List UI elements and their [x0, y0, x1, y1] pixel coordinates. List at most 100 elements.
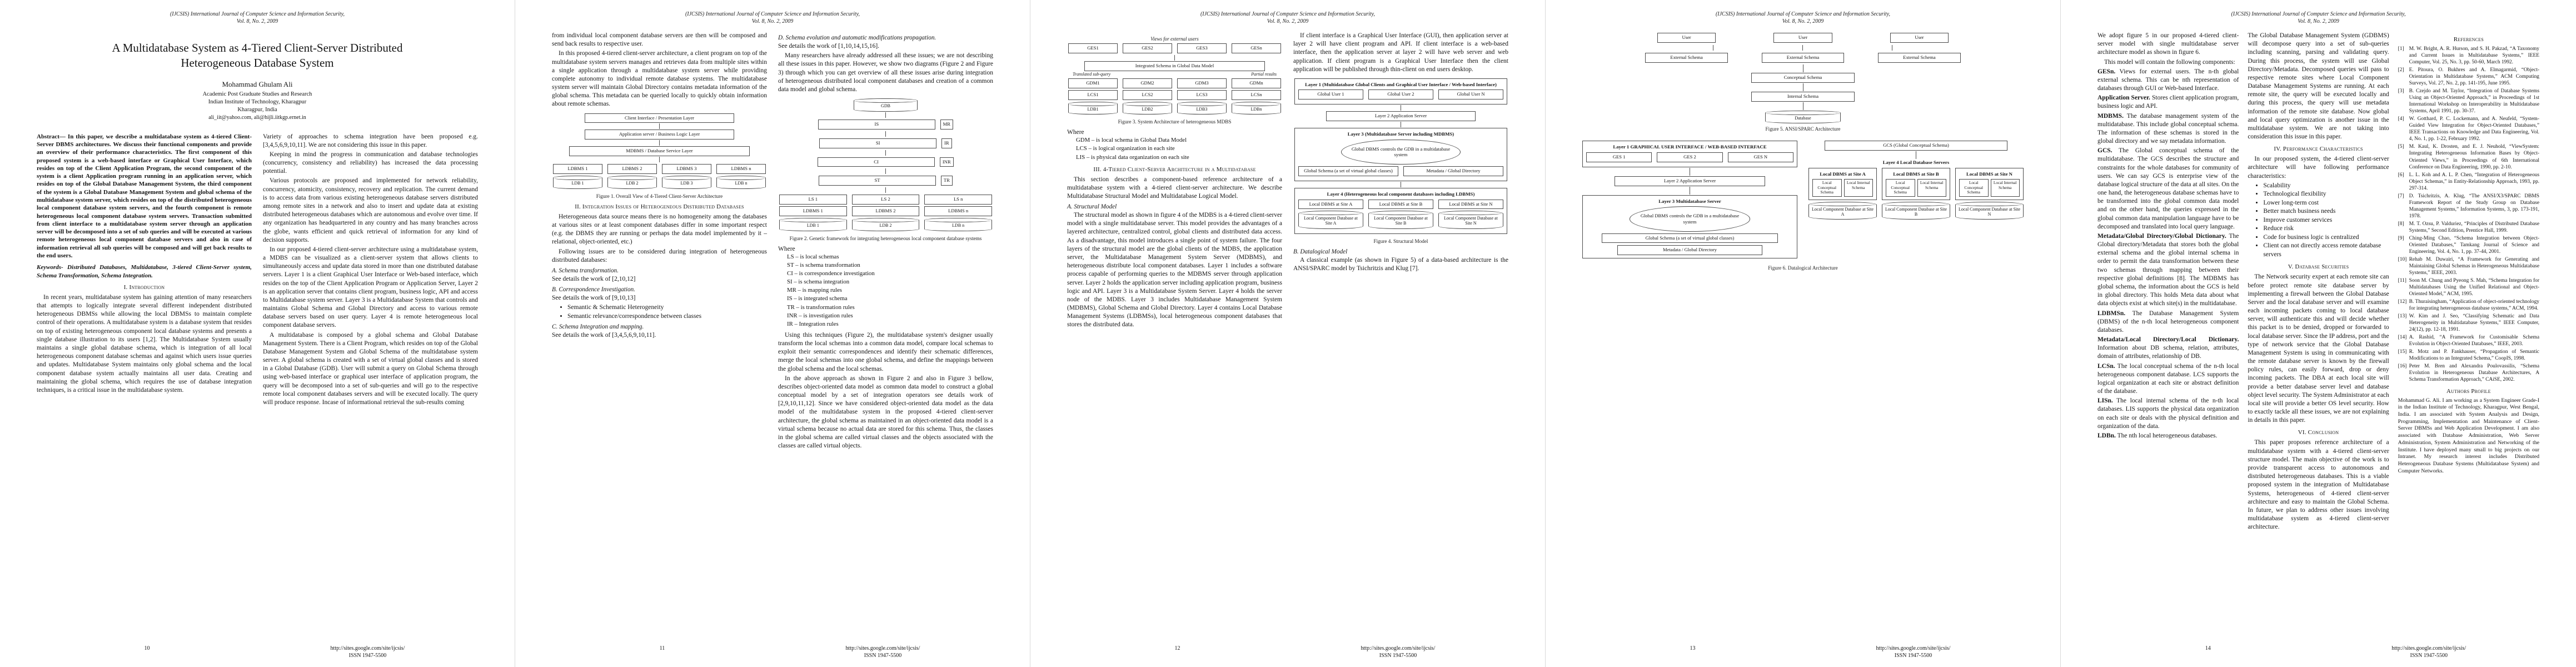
site-column: Local DBMS at Site B Local Conceptual Sc…: [1882, 167, 1950, 220]
component-text: Views for external users. The n-th globa…: [2097, 68, 2239, 92]
ges-box: GES 1: [1586, 152, 1652, 162]
database-cylinder: LDB n: [716, 176, 766, 189]
local-dbms-row: Local DBMS at Site A Local DBMS at Site …: [1298, 199, 1503, 210]
ldbms-box: LDBMS 1: [553, 164, 602, 175]
footer-issn: ISSN 1947-5500: [348, 653, 387, 659]
reference-number: [3]: [2398, 88, 2404, 94]
page-footer: 10 http://sites.google.com/site/ijcsis/ …: [37, 645, 478, 659]
bullet-item: Code for business logic is centralized: [2263, 233, 2389, 242]
local-schema-box: LS 1: [779, 195, 847, 205]
reference-item: [6]L. L. Koh and A. L. P. Chen, “Integra…: [2398, 172, 2539, 192]
ges-box: GES N: [1727, 152, 1793, 162]
reference-number: [4]: [2398, 116, 2404, 122]
paragraph: See details the work of [3,4,5,6,9,10,11…: [552, 332, 656, 339]
ges-box: GES 2: [1657, 152, 1723, 162]
right-column: Variety of approaches to schema integrat…: [263, 133, 478, 409]
paragraph: A multidatabase is composed by a global …: [263, 331, 478, 406]
global-user-box: Global User N: [1438, 89, 1503, 100]
page-number: 13: [1690, 645, 1696, 651]
component-lead: Application Server.: [2097, 94, 2150, 102]
paragraph: The structural model as shown in figure …: [1067, 212, 1282, 328]
reference-number: [6]: [2398, 172, 2404, 178]
connector-line: [1802, 44, 1803, 51]
two-column-body: from individual local component database…: [552, 32, 993, 451]
figure-3-caption: Figure 3. System Architecture of heterog…: [1118, 119, 1232, 125]
paper-title: A Multidatabase System as 4-Tiered Clien…: [112, 41, 403, 70]
local-db-row: Local Component Database at Site A Local…: [1298, 211, 1503, 230]
gdm-box: GDM1: [1068, 78, 1118, 88]
component-definition: GCS. The Global conceptual schema of the…: [2097, 147, 2239, 231]
layer1-box: Layer 1 GRAPHICAL USER INTERFACE / WEB-B…: [1582, 141, 1797, 167]
reference-text: Rehab M. Duwairi, “A Framework for Gener…: [2409, 256, 2539, 276]
definition: LIS – is physical data organization on e…: [1076, 153, 1189, 161]
journal-title: (IJCSIS) International Journal of Comput…: [2231, 11, 2406, 17]
subsection-a-heading: A. Structural Model: [1067, 203, 1117, 211]
component-lead: LDBn.: [2097, 432, 2116, 439]
author-email[interactable]: ali_iit@yahoo.com, ali@hijli.iitkgp.erne…: [208, 115, 306, 121]
page-number: 14: [2205, 645, 2211, 651]
reference-number: [7]: [2398, 193, 2404, 199]
users-row: User User User: [1631, 33, 1975, 43]
lcs-row: LCS1 LCS2 LCS3 LCSn: [1068, 89, 1281, 100]
lcs-box: LCSn: [1232, 89, 1281, 100]
three-column-body: We adopt figure 5 in our proposed 4-tier…: [2097, 32, 2539, 532]
author-block: Mohammad Ghulam Ali Academic Post Gradua…: [37, 80, 478, 122]
paragraph: This model will contain the following co…: [2104, 58, 2235, 66]
section-heading-security: V. Database Securities: [2288, 263, 2349, 271]
database-cylinder: Local Component Database at Site A: [1298, 211, 1363, 230]
gcs-bar: GCS (Global Conceptual Schema): [1825, 141, 2007, 151]
footer-url[interactable]: http://sites.google.com/site/ijcsis/: [845, 645, 920, 651]
reference-item: [9]Ching-Ming Chao, “Schema Integration …: [2398, 235, 2539, 255]
reference-text: W. Gotthard, P. C. Lockemann, and A. Neu…: [2409, 116, 2539, 142]
database-cylinder: LDBn: [1232, 101, 1281, 115]
database-cylinder: LDB 1: [779, 218, 847, 231]
ls-row: LS 1 LS 2 LS n: [779, 195, 993, 205]
paragraph: In the above approach as shown in Figure…: [778, 375, 993, 450]
conceptual-schema-box: Conceptual Schema: [1751, 72, 1855, 83]
paragraph: Variety of approaches to schema integrat…: [263, 133, 478, 148]
paragraph: In our proposed system, the 4-tiered cli…: [2248, 156, 2389, 180]
ges-box: GES1: [1068, 43, 1118, 53]
transformation-rules-box: TR: [940, 176, 953, 186]
figure-6-caption: Figure 6. Datalogical Architecture: [1768, 265, 1838, 271]
footer-url[interactable]: http://sites.google.com/site/ijcsis/: [330, 645, 405, 651]
reference-number: [10]: [2398, 256, 2407, 262]
right-column: D. Schema evolution and automatic modifi…: [778, 32, 993, 451]
bullet-item: Lower long-term cost: [2263, 199, 2389, 208]
journal-volume: Vol. 8, No. 2, 2009: [1782, 18, 1824, 24]
reference-text: M. W. Bright, A. R. Hurson, and S. H. Pa…: [2409, 46, 2539, 66]
local-dbms-box: Local DBMS at Site B Local Conceptual Sc…: [1882, 167, 1950, 200]
ci-row: CI INR: [779, 157, 992, 167]
paragraph: See details the work of [9,10,13]: [552, 295, 636, 302]
footer-issn: ISSN 1947-5500: [1379, 653, 1417, 659]
reference-number: [15]: [2398, 349, 2407, 355]
definition: TR – is transformation rules: [787, 303, 855, 311]
page-13: (IJCSIS) International Journal of Comput…: [1546, 0, 2061, 667]
reference-number: [14]: [2398, 335, 2407, 341]
running-header: (IJCSIS) International Journal of Comput…: [1067, 11, 1508, 25]
footer-url[interactable]: http://sites.google.com/site/ijcsis/: [1876, 645, 1951, 651]
schema-row: Local Conceptual Schema Local Internal S…: [1812, 179, 1873, 197]
database-cylinder: LDB2: [1123, 101, 1172, 115]
paragraph: See details the work of [2,10,12]: [552, 275, 636, 282]
left-column: Views for external users GES1 GES2 GES3 …: [1067, 32, 1282, 331]
footer-url[interactable]: http://sites.google.com/site/ijcsis/: [1361, 645, 1436, 651]
reference-item: [13]W. Kim and J. Seo, “Classifying Sche…: [2398, 313, 2539, 333]
global-schema-box: Global Schema (a set of virtual global c…: [1298, 166, 1398, 177]
ldb-row: LDB 1 LDB 2 LDB n: [779, 218, 993, 231]
component-definition: LDBMSn. The Database Management System (…: [2097, 310, 2239, 335]
connector-line: [659, 157, 660, 163]
site-column: Local DBMS at Site A Local Conceptual Sc…: [1808, 167, 1877, 220]
layer3-box: Layer 3 Multidatabase Server Global DBMS…: [1582, 195, 1797, 259]
journal-volume: Vol. 8, No. 2, 2009: [1267, 18, 1309, 24]
external-schema-box: External Schema: [1878, 52, 1961, 63]
subsection-b-heading: B. Datalogical Model: [1293, 248, 1348, 256]
paragraph: In recent years, multidatabase system ha…: [37, 293, 252, 394]
footer-url[interactable]: http://sites.google.com/site/ijcsis/: [2391, 645, 2467, 651]
page-12: (IJCSIS) International Journal of Comput…: [1030, 0, 1546, 667]
connector-line: [885, 131, 886, 137]
lis-box: Local Internal Schema: [1843, 179, 1873, 197]
bullet-item: Semantic relevance/correspondence betwee…: [567, 312, 767, 321]
page-14: (IJCSIS) International Journal of Comput…: [2061, 0, 2576, 667]
